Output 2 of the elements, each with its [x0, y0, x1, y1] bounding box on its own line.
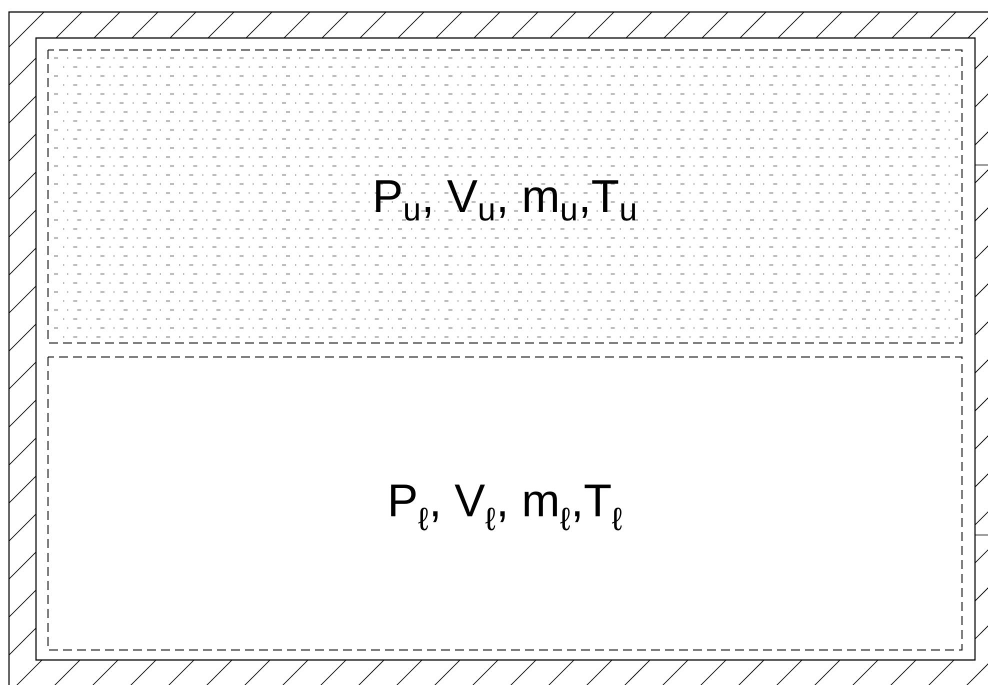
lower-region-box: P$_{ℓ}$, V$_{ℓ}$, m$_{ℓ}$,T$_{ℓ}$ [48, 356, 962, 650]
upper-region-box: P$_{u}$, V$_{u}$, m$_{u}$,T$_{u}$ [48, 50, 962, 344]
